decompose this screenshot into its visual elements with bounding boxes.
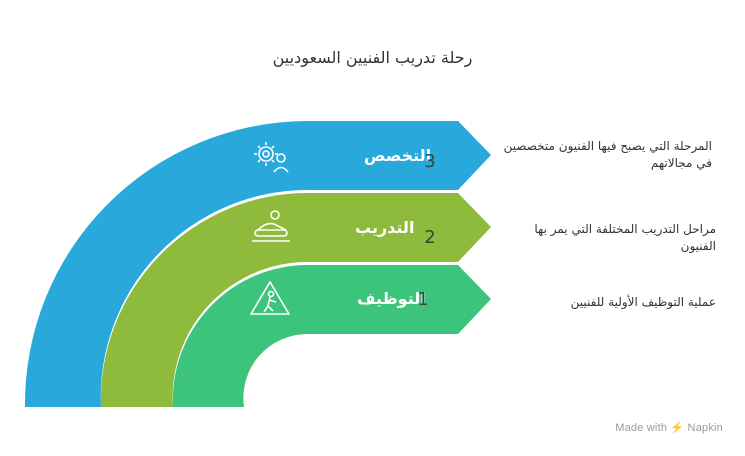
- stage-3-description: المرحلة التي يصبح فيها الفنيون متخصصين ف…: [503, 139, 712, 170]
- stage-1-band: [172, 264, 491, 407]
- training-icon: [252, 210, 290, 242]
- diagram-title: رحلة تدريب الفنيين السعوديين: [272, 48, 473, 67]
- stage-2-number: 2: [424, 227, 435, 248]
- gear-person-icon: [254, 142, 289, 173]
- napkin-watermark: Made with ⚡ Napkin: [615, 422, 723, 434]
- stage-2-label: التدريب: [355, 218, 414, 237]
- stage-1-description: عملية التوظيف الأولية للفنيين: [570, 295, 716, 309]
- stage-1-label: التوظيف: [357, 289, 426, 308]
- stage-3-number: 3: [424, 151, 435, 172]
- stage-3-label: التخصص: [364, 146, 431, 165]
- worker-warning-icon: [250, 281, 290, 315]
- stage-2-description: مراحل التدريب المختلفة التي يمر بها الفن…: [534, 222, 716, 253]
- stage-1-number: 1: [417, 289, 428, 310]
- stage-2-band: [100, 192, 492, 407]
- stage-3-band: [24, 121, 491, 407]
